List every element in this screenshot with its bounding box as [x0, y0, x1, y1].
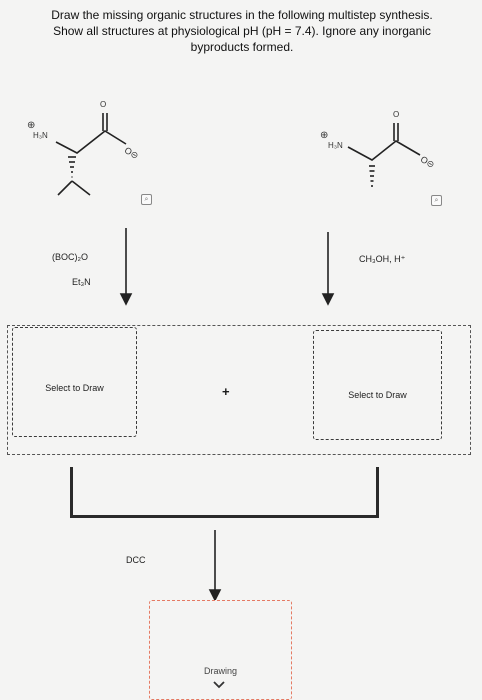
right-starting-molecule: [347, 123, 421, 187]
chevron-down-icon[interactable]: [213, 681, 225, 689]
instructions-line-3: byproducts formed.: [190, 40, 294, 54]
combine-bracket-bottom: [70, 515, 379, 518]
instructions-line-1: Draw the missing organic structures in t…: [51, 8, 433, 22]
left-reaction-arrow: [119, 228, 133, 306]
final-product-draw-box[interactable]: Drawing: [149, 600, 292, 700]
left-reagent-boc-anhydride: (BOC)₂O: [52, 252, 88, 262]
left-reagent-triethylamine: Et₃N: [72, 277, 91, 287]
combine-bracket-left: [70, 467, 73, 518]
right-zoom-button[interactable]: ⌕: [431, 195, 442, 206]
instructions-line-2: Show all structures at physiological pH …: [53, 24, 431, 38]
question-instructions: Draw the missing organic structures in t…: [14, 7, 470, 55]
right-draw-label: Select to Draw: [348, 390, 407, 400]
left-zoom-button[interactable]: ⌕: [141, 194, 152, 205]
right-reagent-methanol-acid: CH₃OH, H⁺: [359, 254, 406, 264]
coupling-reagent-dcc: DCC: [126, 555, 146, 565]
combine-bracket-right: [376, 467, 379, 518]
left-carbonyl-oxygen-label: O: [100, 100, 107, 109]
right-reaction-arrow: [321, 232, 335, 306]
right-carbonyl-oxygen-label: O: [393, 110, 400, 119]
right-product-draw-box[interactable]: Select to Draw: [313, 330, 442, 440]
left-amine-label: H₃N: [33, 131, 48, 140]
coupling-reaction-arrow: [208, 530, 222, 602]
left-starting-molecule: [55, 113, 127, 196]
right-charge-icon: ⊕: [320, 130, 329, 141]
final-draw-label: Drawing: [203, 666, 237, 676]
left-charge-icon: ⊕: [27, 120, 36, 131]
left-product-draw-box[interactable]: Select to Draw: [12, 327, 137, 437]
reaction-frame: [7, 325, 471, 455]
plus-sign: +: [222, 384, 230, 399]
right-amine-label: H₃N: [328, 141, 343, 150]
left-draw-label: Select to Draw: [45, 383, 104, 393]
